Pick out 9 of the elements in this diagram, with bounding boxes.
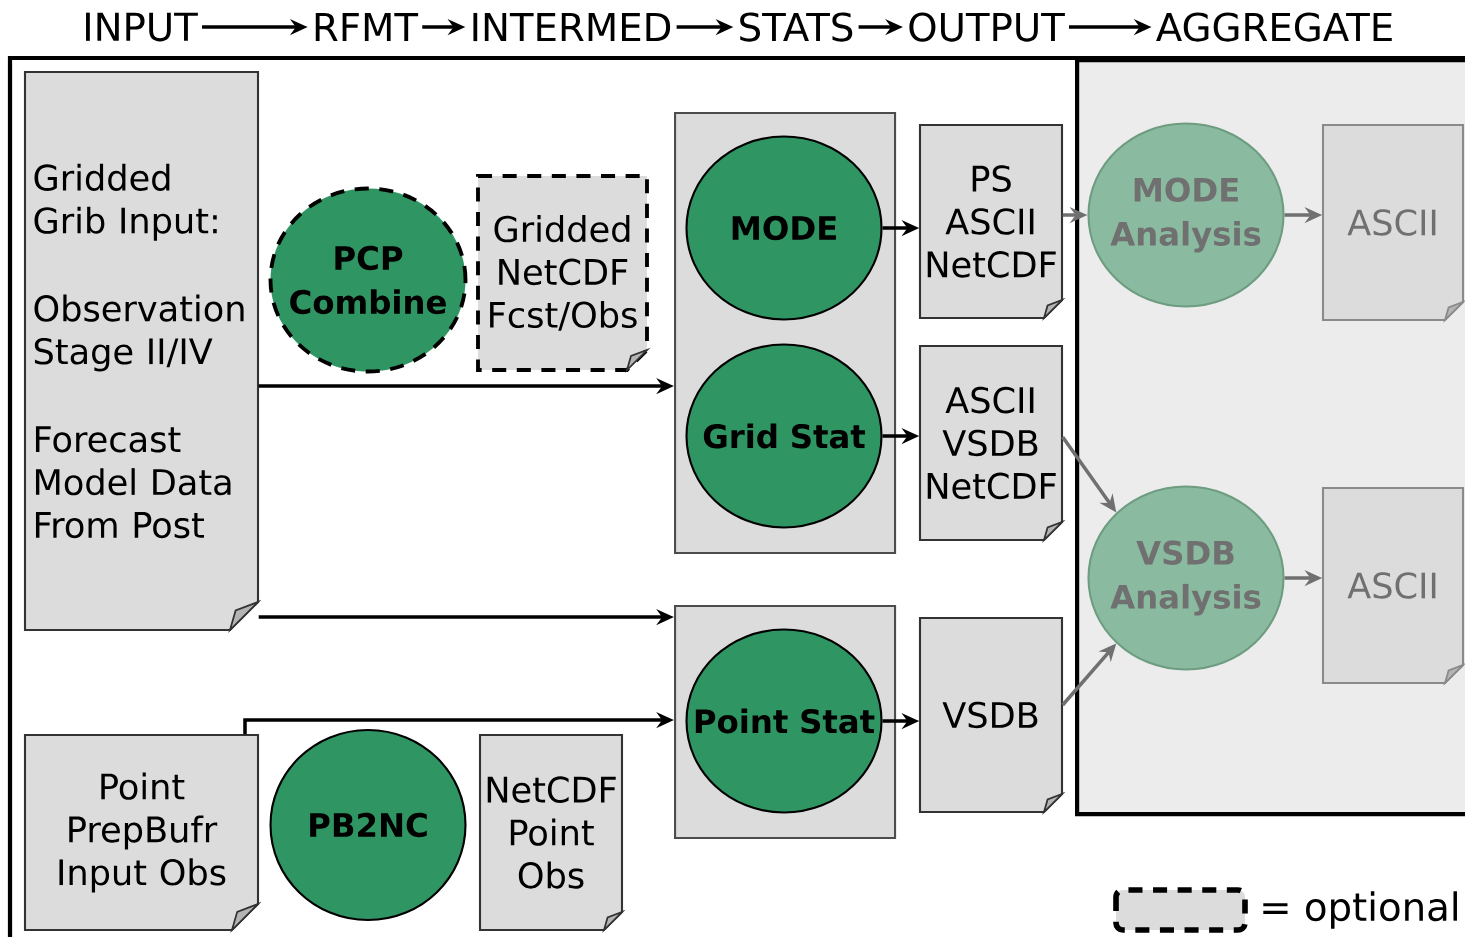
stage-label: INTERMED: [473, 12, 671, 42]
stage-label: AGGREGATE: [1156, 12, 1392, 42]
stage-label: RFMT: [315, 12, 419, 42]
stage-label: INPUT: [86, 12, 198, 42]
stage-label: OUTPUT: [909, 12, 1065, 42]
stage-label: STATS: [740, 12, 853, 42]
document-box: ASCII: [1321, 123, 1465, 324]
document-box: ASCII: [1321, 486, 1465, 687]
legend-text: = optional: [1263, 891, 1457, 929]
